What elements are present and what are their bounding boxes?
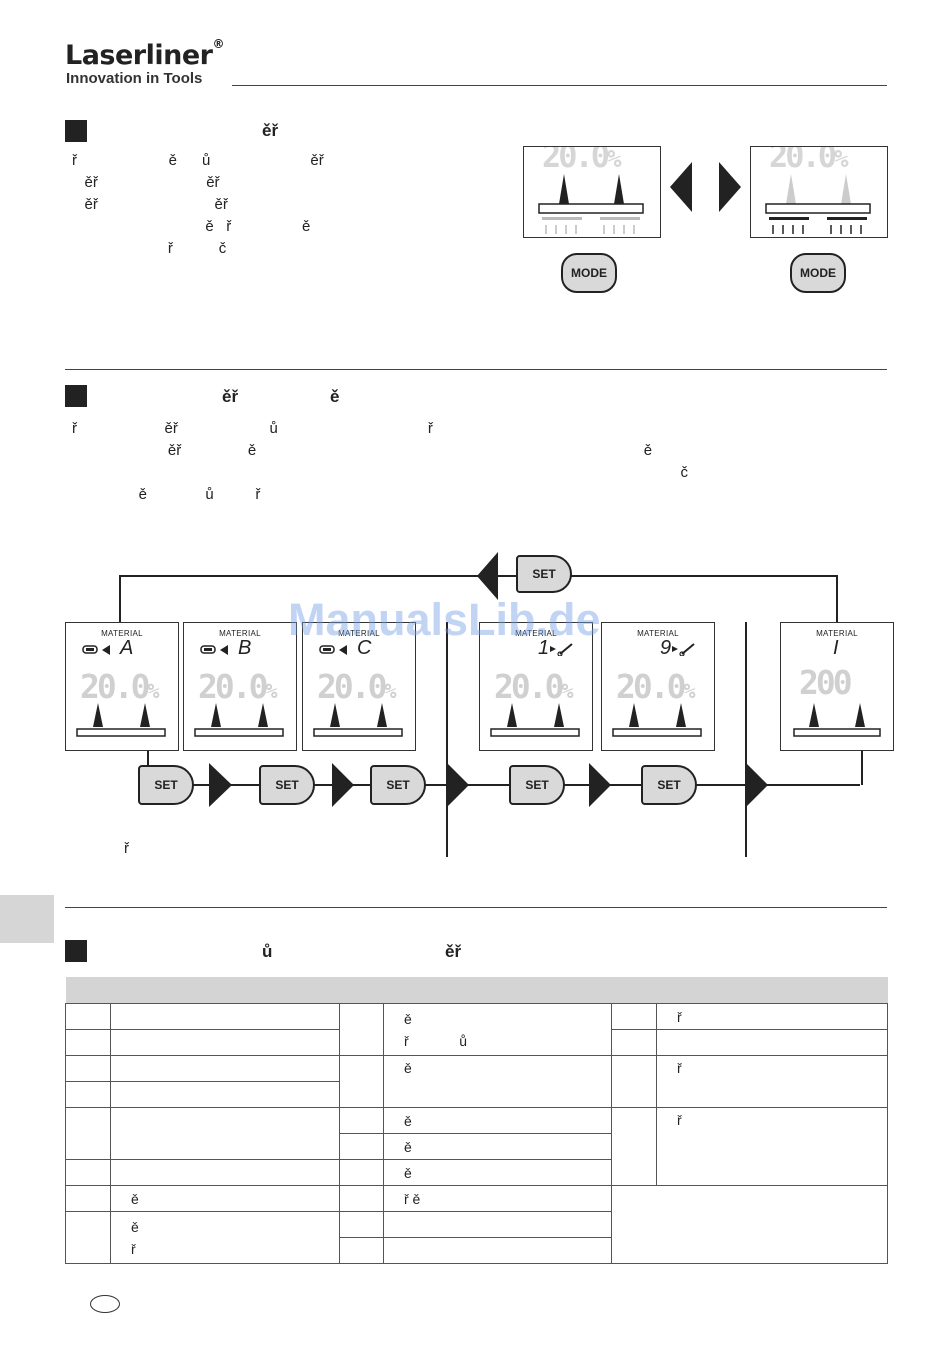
material-label: MATERIAL [101,629,143,638]
section-marker [65,385,87,407]
bar-graphic [490,703,580,737]
material-code: C [357,637,372,659]
material-panel-a: MATERIAL A 20.0% [65,622,179,751]
section2-heading-suffix: ě [330,387,340,406]
pen-icon [672,643,695,656]
display-right: 20.0% [750,146,888,238]
bar-graphic [194,703,284,737]
material-code: A [120,637,134,659]
triangle-right-icon [719,162,741,212]
section1-heading: ěř [262,121,279,140]
text-line: ěř ěř [72,174,220,191]
text-line: ř ě ů ěř [72,152,324,169]
material-code: 1 [538,637,550,659]
panel-reading: 20.0% [80,667,160,706]
set-button[interactable]: SET [370,765,426,805]
electrode-icon [319,645,347,655]
panel-reading: 200 [799,663,853,702]
material-panel-b: MATERIAL B 20.0% [183,622,297,751]
material-label: MATERIAL [515,629,557,638]
section2-heading: ěř [222,387,239,406]
text-line: ř č [72,240,227,257]
pen-icon [550,643,573,656]
material-panel-i: MATERIAL I 200 [780,622,894,751]
panel-reading: 20.0% [494,667,574,706]
display-left: 20.0% [523,146,661,238]
mode-button[interactable]: MODE [790,253,846,293]
material-label: MATERIAL [816,629,858,638]
text-line: ě ů ř [72,486,261,503]
section-marker [65,120,87,142]
section-marker [65,940,87,962]
table-row: ě ř [65,1055,889,1108]
set-button[interactable]: SET [509,765,565,805]
section3-heading: ů [262,942,273,961]
table-row [65,1029,889,1056]
flow-footnote: ř [124,840,129,857]
material-label: MATERIAL [637,629,679,638]
table-row [66,1237,888,1264]
header-rule [232,85,887,86]
text-line: ěř ěř [72,196,228,213]
table-row: ě ř ů ř [65,1003,889,1056]
set-button[interactable]: SET [259,765,315,805]
table-row [65,1081,888,1108]
electrode-icon [82,645,110,655]
bar-graphic [313,703,403,737]
mode-button[interactable]: MODE [561,253,617,293]
bar-graphic [612,703,702,737]
material-code: I [833,637,839,659]
table-row: ě [65,1159,888,1186]
section-divider [65,369,887,370]
panel-reading: 20.0% [198,667,278,706]
section1-text: ř ě ů ěř ěř ěř ěř ěř ě ř ě [72,150,324,260]
table-header [65,977,888,1004]
material-panel-1: MATERIAL 1 20.0% [479,622,593,751]
text-line: ě ř ě [72,218,311,235]
set-button[interactable]: SET [641,765,697,805]
language-badge [90,1295,120,1313]
material-code: B [238,637,252,659]
display-bar-graphic [538,174,644,234]
display-bar-graphic [765,174,871,234]
display-reading: 20.0% [769,146,849,175]
set-button[interactable]: SET [138,765,194,805]
text-line: ř ěř ů ř [72,420,433,437]
section3-heading-suffix: ěř [445,942,462,961]
material-panel-9: MATERIAL 9 20.0% [601,622,715,751]
flow-lines [119,552,863,857]
panel-reading: 20.0% [317,667,397,706]
side-tab [0,895,54,943]
material-label: MATERIAL [338,629,380,638]
bar-graphic [76,703,166,737]
section-divider [65,907,887,908]
electrode-icon [200,645,228,655]
section2-text: ř ěř ů ř ěř ě [72,418,688,506]
table-row: ě ř ě [65,1185,889,1264]
text-line: ěř ě ě [72,442,653,459]
bar-graphic [793,703,881,737]
set-button-top[interactable]: SET [516,555,572,593]
text-line: č [72,464,688,481]
brand-logo: Laserliner® [65,37,224,71]
brand-tagline: Innovation in Tools [66,70,203,87]
material-code: 9 [660,637,672,659]
watermark: ManualsLib.de [288,594,601,645]
material-label: MATERIAL [219,629,261,638]
table-row: ě ř [65,1107,889,1186]
display-reading: 20.0% [542,146,622,175]
triangle-left-icon [670,162,692,212]
panel-reading: 20.0% [616,667,696,706]
material-table: ě ř ů ř ě ř ě ř ě ě ě ř ě ě ř [65,977,889,1264]
material-panel-c: MATERIAL C 20.0% [302,622,416,751]
